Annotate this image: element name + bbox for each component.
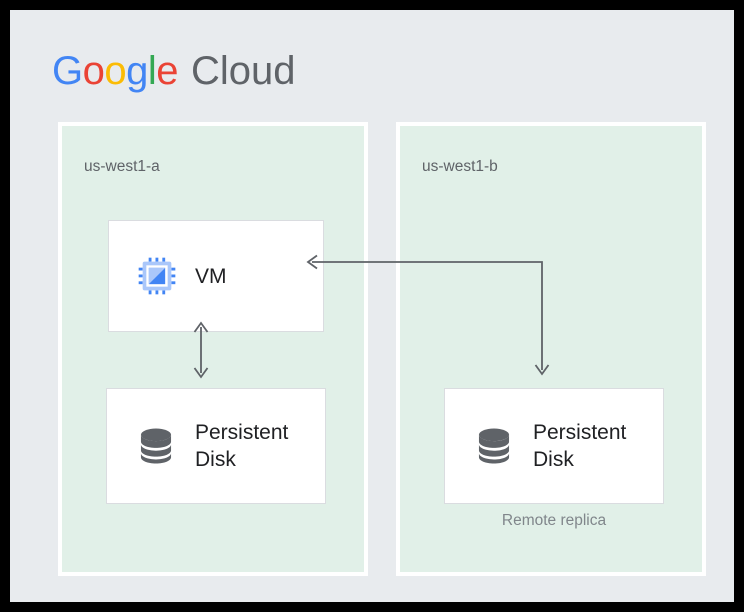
node-label-persistent-disk-remote: Persistent Disk [533, 421, 627, 471]
node-persistent-disk-local[interactable]: Persistent Disk [106, 388, 326, 504]
cpu-icon [137, 256, 177, 296]
node-persistent-disk-remote[interactable]: Persistent Disk [444, 388, 664, 504]
database-icon [135, 425, 177, 467]
logo-product-name: Cloud [191, 49, 296, 93]
logo-letter-g1: G [52, 49, 83, 93]
database-icon [473, 425, 515, 467]
zone-us-west1-b: us-west1-b Persistent Disk Remote replic… [396, 122, 706, 576]
google-cloud-logo: G o o g l e Cloud [52, 48, 296, 94]
logo-letter-g2: g [126, 49, 148, 93]
node-label-vm: VM [195, 264, 227, 288]
zone-us-west1-a: us-west1-a [58, 122, 368, 576]
zone-label-us-west1-b: us-west1-b [422, 158, 498, 175]
logo-letter-o2: o [104, 49, 127, 93]
logo-letter-l: l [147, 49, 157, 93]
logo-letter-o1: o [82, 49, 105, 93]
caption-remote-replica: Remote replica [501, 512, 607, 529]
logo-letter-e: e [156, 49, 179, 93]
node-label-persistent-disk-local: Persistent Disk [195, 421, 289, 471]
diagram-canvas: G o o g l e Cloud us-west1-a [10, 10, 734, 602]
zone-label-us-west1-a: us-west1-a [84, 158, 160, 175]
node-vm[interactable]: VM [108, 220, 324, 332]
